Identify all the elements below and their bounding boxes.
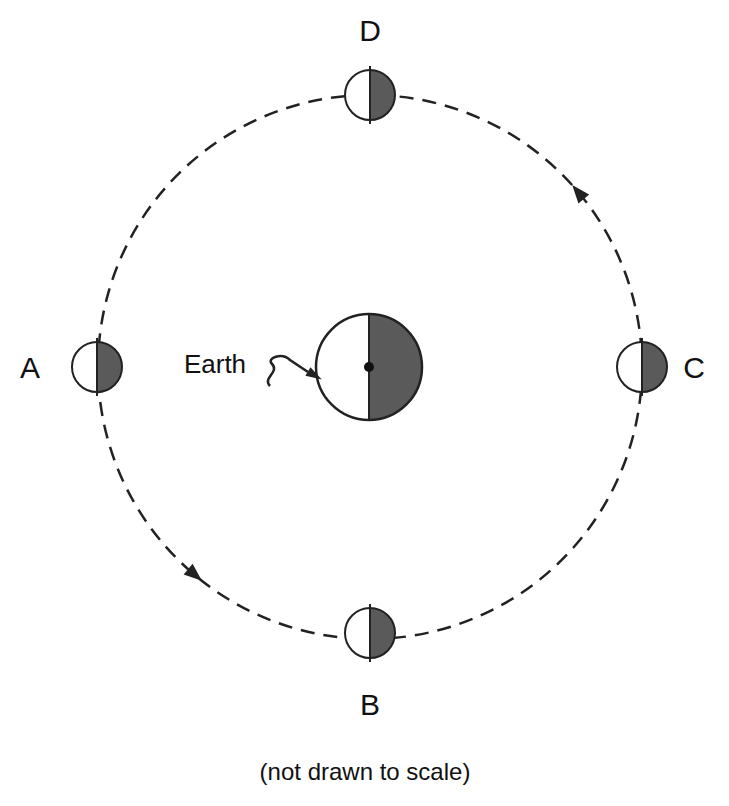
moon-symbol bbox=[345, 604, 395, 662]
position-letter: C bbox=[683, 351, 705, 384]
caption: (not drawn to scale) bbox=[260, 759, 471, 785]
position-letter: B bbox=[360, 688, 380, 721]
position-letter: D bbox=[359, 14, 381, 47]
orbit-path bbox=[98, 95, 642, 639]
moon-symbol bbox=[72, 338, 122, 396]
position-letter: A bbox=[20, 351, 40, 384]
leader-arrowhead bbox=[305, 367, 324, 384]
earth-leader-line bbox=[268, 356, 308, 386]
earth-label: Earth bbox=[184, 350, 246, 379]
orbit-arrowhead bbox=[184, 564, 207, 586]
earth-symbol bbox=[316, 314, 422, 420]
orbit-arrowhead bbox=[567, 181, 589, 204]
moon-symbol bbox=[617, 338, 667, 396]
moon-symbol bbox=[345, 66, 395, 124]
